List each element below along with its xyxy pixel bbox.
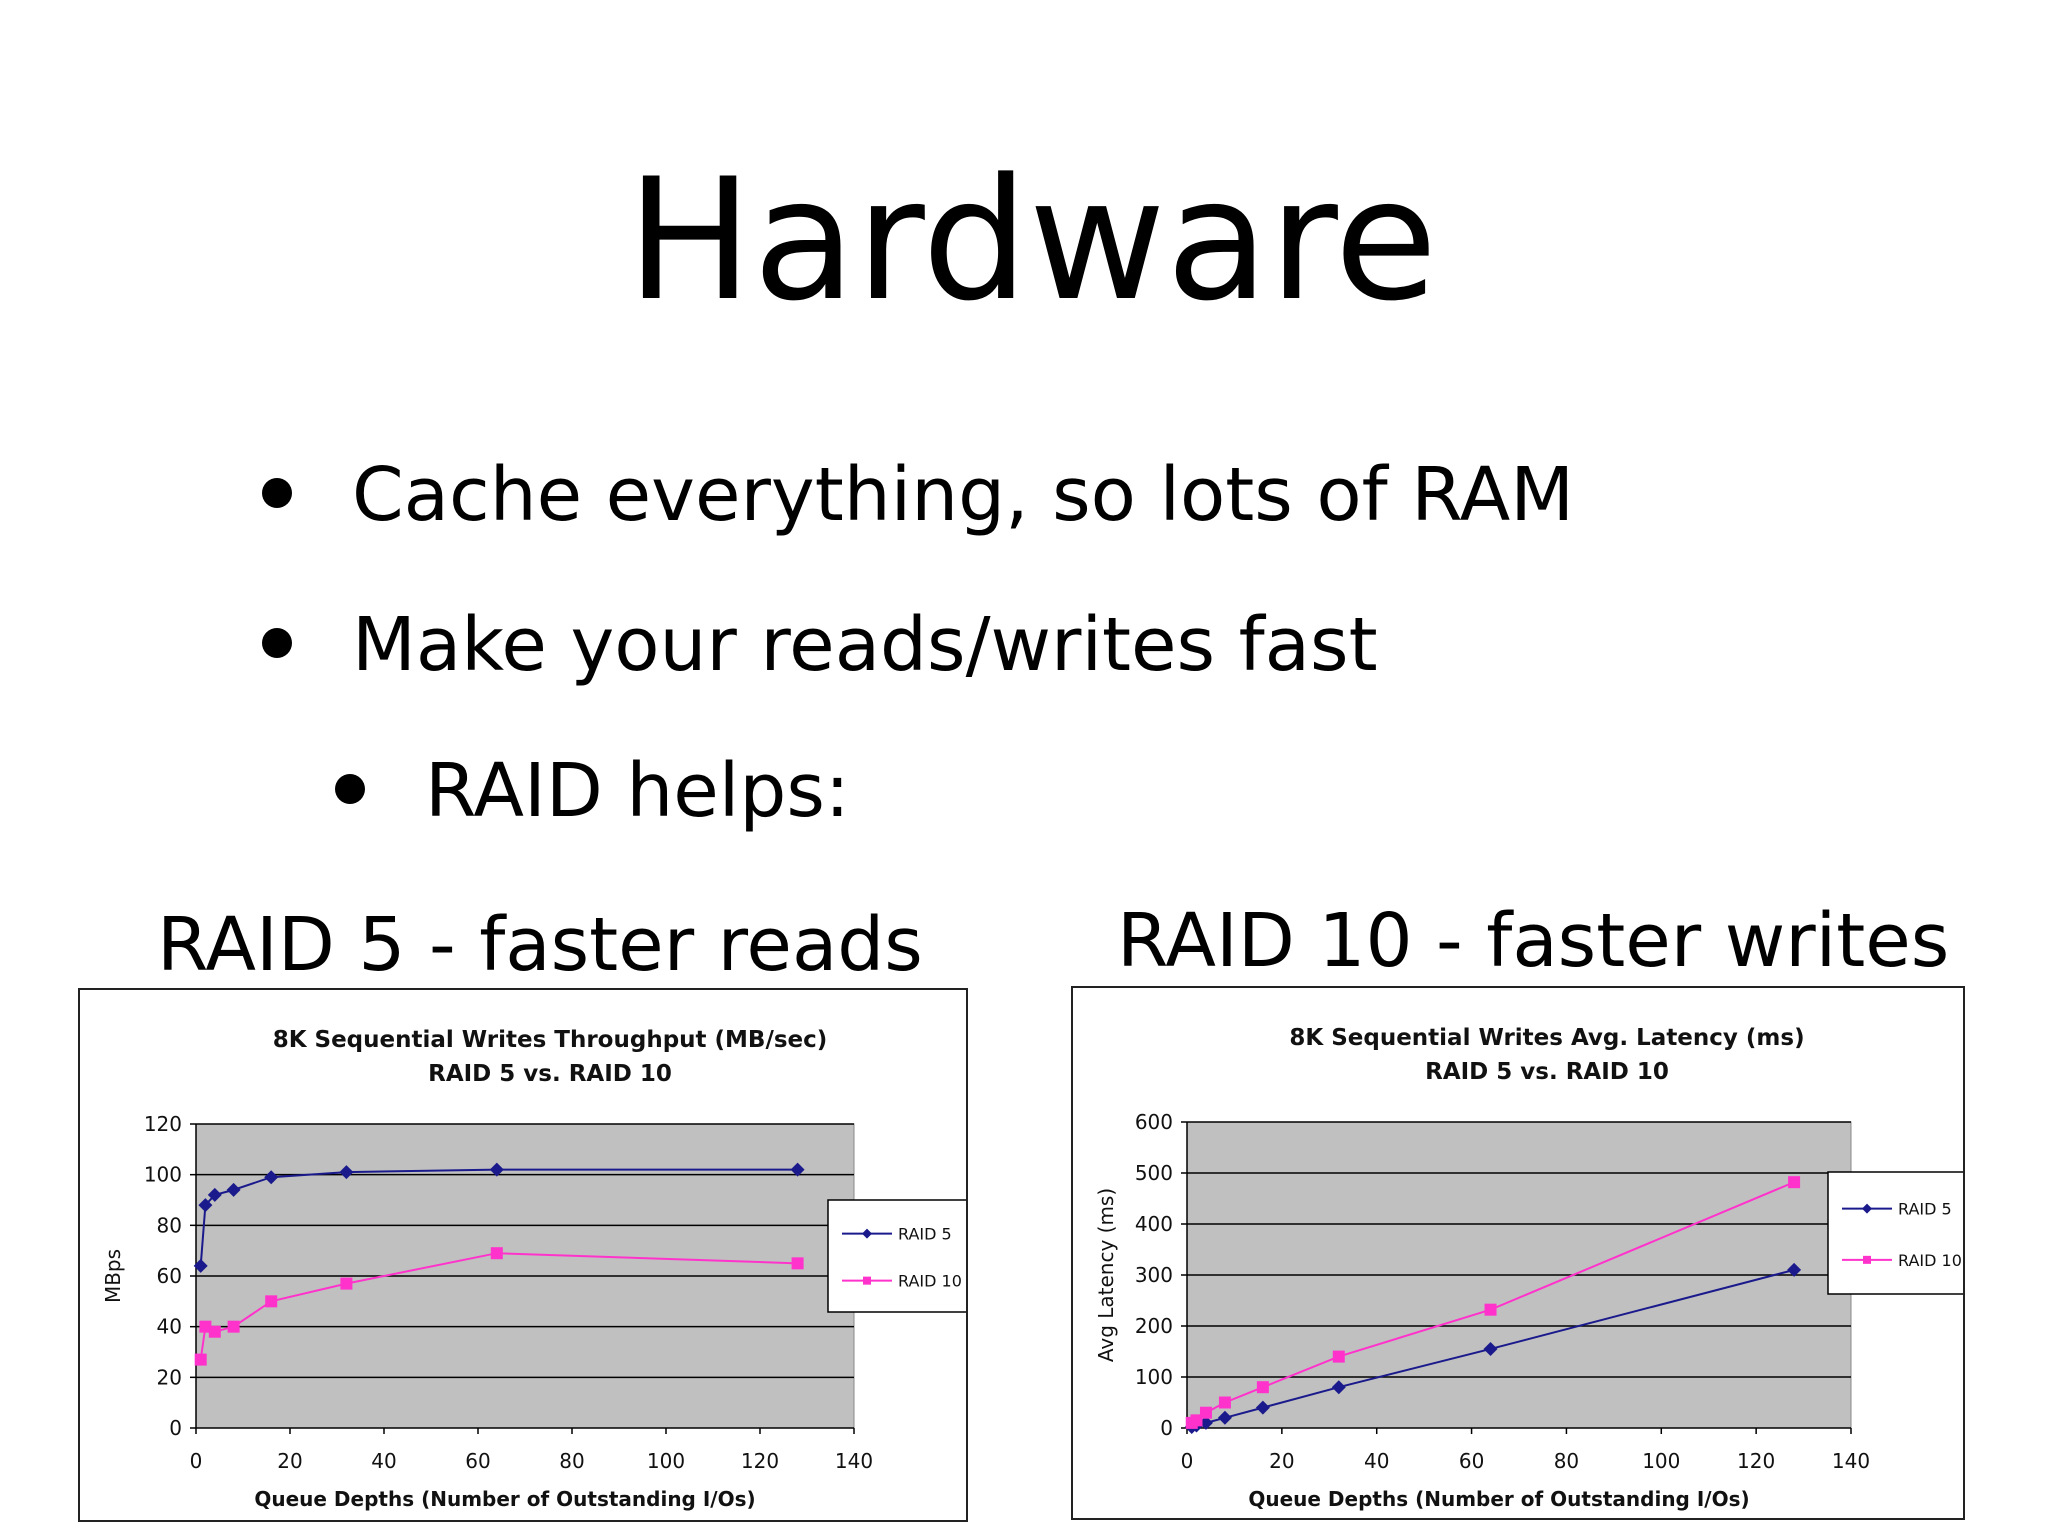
y-tick-label: 100 <box>1135 1365 1173 1389</box>
data-point-raid5 <box>207 1187 222 1202</box>
y-tick-label: 0 <box>1160 1416 1173 1440</box>
data-point-raid10 <box>208 1325 221 1338</box>
data-point-raid5 <box>198 1198 213 1213</box>
y-axis-label: Avg Latency (ms) <box>1094 1188 1118 1362</box>
legend-box <box>827 1199 966 1313</box>
data-point-raid10 <box>1218 1396 1231 1409</box>
y-tick-label: 20 <box>157 1365 182 1389</box>
latency-chart-svg: 8K Sequential Writes Avg. Latency (ms) RA… <box>1094 1025 1963 1511</box>
x-tick-label: 60 <box>465 1449 490 1473</box>
x-tick-label: 140 <box>835 1449 873 1473</box>
legend-marker <box>862 1228 872 1239</box>
legend-marker <box>1863 1255 1871 1264</box>
data-point-raid5 <box>1217 1410 1232 1425</box>
x-tick-label: 80 <box>1554 1449 1579 1473</box>
slide-title: Hardware <box>626 142 1438 338</box>
legend-marker <box>863 1276 871 1285</box>
x-tick-label: 60 <box>1459 1449 1484 1473</box>
bullet-text: Cache everything, so lots of RAM <box>352 452 1575 538</box>
y-tick-label: 500 <box>1135 1161 1173 1185</box>
chart-subtitle: RAID 5 vs. RAID 10 <box>428 1061 672 1087</box>
data-point-raid5 <box>339 1165 354 1180</box>
x-tick-label: 20 <box>1269 1449 1294 1473</box>
bullet-text: Make your reads/writes fast <box>352 602 1378 688</box>
bullet-dot-icon <box>335 774 365 805</box>
y-tick-label: 0 <box>169 1416 182 1440</box>
y-tick-label: 120 <box>144 1112 182 1136</box>
chart-title: 8K Sequential Writes Avg. Latency (ms) <box>1289 1025 1804 1051</box>
x-tick-label: 0 <box>190 1449 203 1473</box>
right-chart-heading: RAID 10 - faster writes <box>1117 898 1950 984</box>
y-tick-label: 600 <box>1135 1110 1173 1134</box>
x-tick-label: 100 <box>647 1449 685 1473</box>
bullet-text: RAID helps: <box>425 748 850 834</box>
y-tick-label: 200 <box>1135 1314 1173 1338</box>
legend-label: RAID 10 <box>898 1272 962 1291</box>
data-point-raid5 <box>1787 1262 1802 1277</box>
x-tick-label: 0 <box>1181 1449 1194 1473</box>
data-point-raid5 <box>226 1182 241 1197</box>
bullet-cache: Cache everything, so lots of RAM <box>262 450 1574 540</box>
y-tick-label: 40 <box>157 1315 182 1339</box>
data-point-raid10 <box>1199 1406 1212 1419</box>
data-point-raid5 <box>1331 1380 1346 1395</box>
legend-marker <box>1862 1203 1872 1214</box>
latency-chart: 8K Sequential Writes Avg. Latency (ms) RA… <box>1071 986 1965 1520</box>
x-tick-label: 20 <box>277 1449 302 1473</box>
data-point-raid10 <box>490 1247 503 1260</box>
throughput-chart-svg: 8K Sequential Writes Throughput (MB/sec)… <box>101 1027 966 1511</box>
y-tick-label: 400 <box>1135 1212 1173 1236</box>
data-point-raid10 <box>1256 1381 1269 1394</box>
data-point-raid10 <box>265 1295 278 1308</box>
x-tick-label: 40 <box>1364 1449 1389 1473</box>
y-tick-label: 80 <box>157 1213 182 1237</box>
data-point-raid5 <box>1255 1400 1270 1415</box>
x-tick-label: 80 <box>559 1449 584 1473</box>
bullet-dot-icon <box>262 628 292 659</box>
bullet-fast-io: Make your reads/writes fast <box>262 600 1378 690</box>
data-point-raid10 <box>199 1320 212 1333</box>
y-tick-label: 300 <box>1135 1263 1173 1287</box>
legend-label: RAID 5 <box>898 1225 952 1244</box>
left-chart-heading: RAID 5 - faster reads <box>157 902 923 988</box>
data-point-raid10 <box>1484 1303 1497 1316</box>
data-point-raid5 <box>193 1258 208 1273</box>
data-point-raid10 <box>1190 1414 1203 1427</box>
x-tick-label: 120 <box>741 1449 779 1473</box>
y-axis-label: MBps <box>101 1249 125 1303</box>
x-axis-label: Queue Depths (Number of Outstanding I/Os… <box>1248 1487 1749 1511</box>
y-tick-label: 60 <box>157 1264 182 1288</box>
data-point-raid10 <box>1788 1176 1801 1189</box>
data-point-raid5 <box>790 1162 805 1177</box>
bullet-dot-icon <box>262 478 292 509</box>
legend-label: RAID 5 <box>1898 1200 1952 1219</box>
chart-subtitle: RAID 5 vs. RAID 10 <box>1425 1059 1669 1085</box>
x-tick-label: 140 <box>1832 1449 1870 1473</box>
data-point-raid10 <box>791 1257 804 1270</box>
x-tick-label: 40 <box>371 1449 396 1473</box>
data-point-raid10 <box>227 1320 240 1333</box>
throughput-chart: 8K Sequential Writes Throughput (MB/sec)… <box>78 988 968 1522</box>
x-axis-label: Queue Depths (Number of Outstanding I/Os… <box>254 1487 755 1511</box>
data-point-raid10 <box>1332 1350 1345 1363</box>
data-point-raid5 <box>264 1170 279 1185</box>
legend-box <box>1827 1171 1963 1295</box>
y-tick-label: 100 <box>144 1163 182 1187</box>
x-tick-label: 120 <box>1737 1449 1775 1473</box>
x-tick-label: 100 <box>1642 1449 1680 1473</box>
bullet-raid: RAID helps: <box>335 746 850 836</box>
data-point-raid5 <box>489 1162 504 1177</box>
chart-title: 8K Sequential Writes Throughput (MB/sec) <box>273 1027 828 1053</box>
legend-label: RAID 10 <box>1898 1251 1962 1270</box>
data-point-raid5 <box>1483 1341 1498 1356</box>
data-point-raid10 <box>194 1353 207 1366</box>
data-point-raid10 <box>340 1277 353 1290</box>
